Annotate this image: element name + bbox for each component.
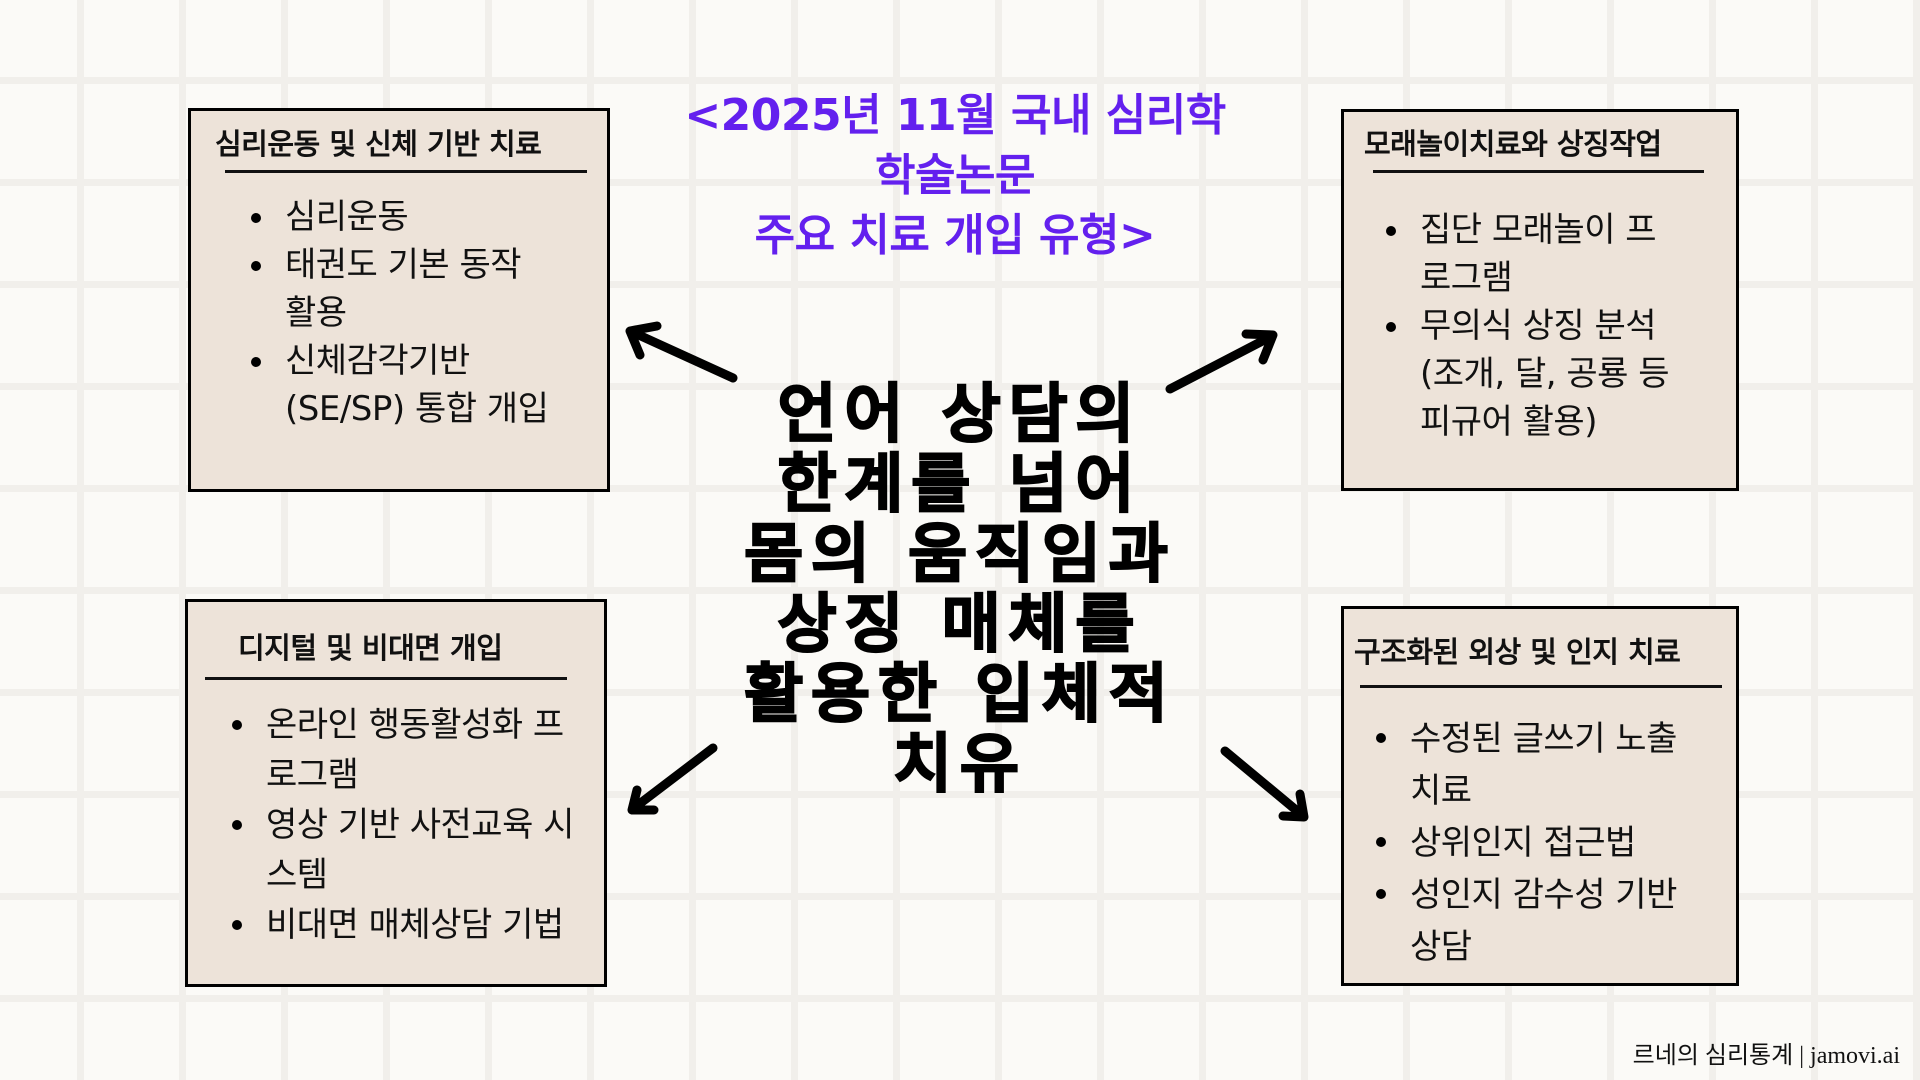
headline-line: 활용한 입체적 (743, 658, 1176, 732)
list-item: 태권도 기본 동작 활용 (251, 241, 551, 337)
title-underline (1373, 170, 1704, 173)
list-item: 집단 모래놀이 프로그램 (1386, 206, 1686, 302)
headline-line: 한계를 넘어 (777, 448, 1143, 522)
footer-credit: 르네의 심리통계 | jamovi.ai (1632, 1043, 1900, 1069)
arrow-to-bottom-right-icon (1220, 746, 1309, 822)
item-list: 심리운동 태권도 기본 동작 활용 신체감각기반 (SE/SP) 통합 개입 (251, 193, 551, 433)
box-sandplay-therapy: 모래놀이치료와 상징작업 집단 모래놀이 프로그램 무의식 상징 분석 (조개,… (1341, 109, 1739, 491)
subtitle-line-1: <2025년 11월 국내 심리학 (684, 90, 1226, 141)
box-title: 구조화된 외상 및 인지 치료 (1354, 635, 1681, 669)
box-title: 디지털 및 비대면 개입 (238, 631, 503, 665)
list-item: 상위인지 접근법 (1376, 817, 1706, 869)
arrow-to-top-left-icon (625, 321, 738, 383)
title-underline (225, 170, 587, 173)
item-list: 온라인 행동활성화 프로그램 영상 기반 사전교육 시스템 비대면 매체상담 기… (232, 700, 582, 950)
box-title: 모래놀이치료와 상징작업 (1364, 127, 1662, 161)
box-trauma-cognitive-therapy: 구조화된 외상 및 인지 치료 수정된 글쓰기 노출 치료 상위인지 접근법 성… (1341, 606, 1739, 986)
title-underline (1360, 685, 1722, 688)
box-title: 심리운동 및 신체 기반 치료 (215, 127, 542, 161)
arrow-to-top-right-icon (1165, 329, 1278, 394)
headline-line: 몸의 움직임과 (743, 518, 1176, 592)
list-item: 신체감각기반 (SE/SP) 통합 개입 (251, 337, 551, 433)
list-item: 수정된 글쓰기 노출 치료 (1376, 713, 1706, 817)
item-list: 수정된 글쓰기 노출 치료 상위인지 접근법 성인지 감수성 기반 상담 (1376, 713, 1706, 973)
item-list: 집단 모래놀이 프로그램 무의식 상징 분석 (조개, 달, 공룡 등 피규어 … (1386, 206, 1686, 446)
list-item: 성인지 감수성 기반 상담 (1376, 869, 1706, 973)
subtitle-line-2: 학술논문 (875, 150, 1035, 201)
headline-line: 치유 (892, 728, 1027, 802)
title-underline (205, 677, 567, 680)
list-item: 심리운동 (251, 193, 551, 241)
headline-line: 언어 상담의 (777, 378, 1143, 452)
box-digital-intervention: 디지털 및 비대면 개입 온라인 행동활성화 프로그램 영상 기반 사전교육 시… (185, 599, 607, 987)
list-item: 무의식 상징 분석 (조개, 달, 공룡 등 피규어 활용) (1386, 302, 1686, 446)
arrow-to-bottom-left-icon (627, 743, 718, 815)
list-item: 비대면 매체상담 기법 (232, 900, 582, 950)
central-headline: 언어 상담의 한계를 넘어 몸의 움직임과 상징 매체를 활용한 입체적 치유 (690, 378, 1230, 802)
headline-line: 상징 매체를 (777, 588, 1143, 662)
subtitle-line-3: 주요 치료 개입 유형> (754, 210, 1156, 261)
list-item: 온라인 행동활성화 프로그램 (232, 700, 582, 800)
box-somatic-therapy: 심리운동 및 신체 기반 치료 심리운동 태권도 기본 동작 활용 신체감각기반… (188, 108, 610, 492)
list-item: 영상 기반 사전교육 시스템 (232, 800, 582, 900)
diagram-subtitle: <2025년 11월 국내 심리학 학술논문 주요 치료 개입 유형> (660, 86, 1250, 266)
